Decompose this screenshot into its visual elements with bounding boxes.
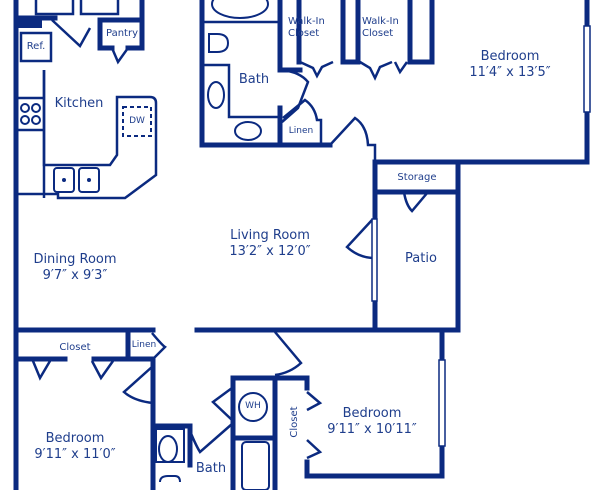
dining-room-name: Dining Room	[33, 252, 117, 267]
dining-room-label: Dining Room 9′7″ x 9′3″	[20, 252, 130, 283]
dining-room-dimensions: 9′7″ x 9′3″	[42, 267, 108, 283]
bedroom-left-dimensions: 9′11″ x 11′0″	[34, 446, 116, 462]
bedroom-right-dimensions: 9′11″ x 10′11″	[327, 421, 417, 437]
walkin-closet-2-label: Walk-In Closet	[362, 16, 399, 39]
linen-bottom-label: Linen	[131, 340, 157, 350]
ref-label: Ref.	[26, 41, 46, 52]
master-bedroom-dimensions: 11′4″ x 13′5″	[469, 64, 551, 80]
master-bath-label: Bath	[238, 72, 270, 87]
closet-right-label: Closet	[289, 406, 300, 438]
bath-bottom-label: Bath	[195, 461, 227, 476]
water-heater-label: WH	[245, 401, 261, 411]
kitchen-label: Kitchen	[54, 96, 104, 111]
patio-label: Patio	[405, 251, 437, 266]
pantry-label: Pantry	[106, 28, 138, 39]
storage-label: Storage	[397, 172, 437, 183]
master-bedroom-label: Bedroom 11′4″ x 13′5″	[450, 49, 570, 80]
bedroom-right-name: Bedroom	[342, 406, 402, 421]
master-bedroom-name: Bedroom	[480, 49, 540, 64]
living-room-name: Living Room	[230, 228, 310, 243]
bedroom-left-label: Bedroom 9′11″ x 11′0″	[20, 431, 130, 462]
walls	[13, 0, 591, 490]
living-room-label: Living Room 13′2″ x 12′0″	[210, 228, 330, 259]
bedroom-left-name: Bedroom	[45, 431, 105, 446]
living-room-dimensions: 13′2″ x 12′0″	[229, 243, 311, 259]
bedroom-right-label: Bedroom 9′11″ x 10′11″	[312, 406, 432, 437]
linen-top-label: Linen	[288, 126, 314, 136]
closet-left-label: Closet	[59, 342, 91, 353]
walkin-closet-1-label: Walk-In Closet	[288, 16, 325, 39]
dishwasher-label: DW	[129, 116, 145, 126]
